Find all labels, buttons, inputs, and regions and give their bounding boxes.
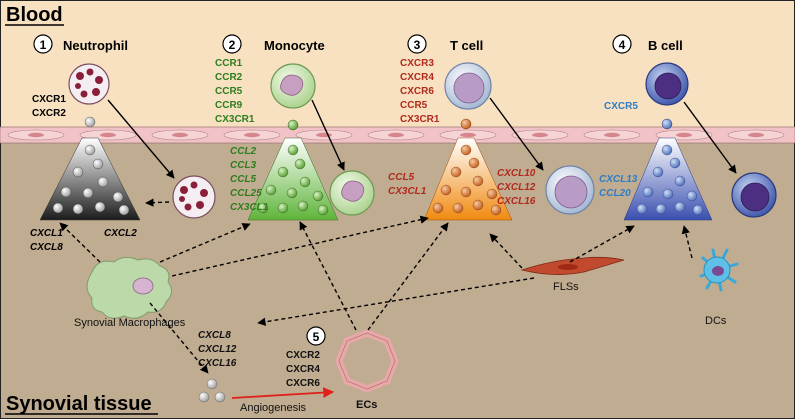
- angiogenesis-particles: [198, 378, 226, 403]
- endothelial-nucleus: [172, 132, 188, 138]
- tcell-receptor: CXCR3: [400, 58, 434, 69]
- bcell-chemokine: CXCL13: [599, 174, 638, 185]
- fls-label: FLSs: [553, 281, 579, 293]
- ec-vessel: [335, 329, 399, 393]
- monocyte-chemokine: CCL5: [230, 174, 257, 185]
- monocyte-panel: 2 Monocyte CCR1 CCR2 CCR5 CCR9 CX3CR1 CC…: [215, 34, 375, 221]
- blood-title: Blood: [6, 4, 63, 26]
- endothelial-nucleus: [460, 132, 476, 138]
- tcell-chemokine: CX3CL1: [388, 186, 427, 197]
- monocyte-chemokine: CCL3: [230, 160, 257, 171]
- tcell-tissue-cell: [545, 165, 595, 215]
- neutrophil-cell: [68, 63, 110, 105]
- endothelial-nucleus: [604, 132, 620, 138]
- ec-number: 5: [313, 330, 320, 344]
- monocyte-chemokine: CX3CL1: [230, 202, 269, 213]
- bcell-cell: [645, 62, 689, 106]
- bcell-tissue-cell: [731, 172, 777, 218]
- neutrophil-chemokine: CXCL1: [30, 228, 63, 239]
- neutrophil-receptor: CXCR2: [32, 108, 66, 119]
- angiogenesis-label: Angiogenesis: [240, 402, 307, 414]
- endothelium: [0, 126, 795, 144]
- neutrophil-tissue-cell: [172, 175, 216, 219]
- dc-cell: [699, 248, 739, 292]
- endothelial-nucleus: [244, 132, 260, 138]
- bcell-chemokine: CCL20: [599, 188, 631, 199]
- monocyte-receptor: CX3CR1: [215, 114, 255, 125]
- tcell-chemokine: CCL5: [388, 172, 415, 183]
- tcell-chemokine: CXCL10: [497, 168, 536, 179]
- monocyte-receptor: CCR9: [215, 100, 243, 111]
- tcell-receptor: CXCR6: [400, 86, 434, 97]
- tcell-chemokine: CXCL12: [497, 182, 536, 193]
- ec-receptor: CXCR2: [286, 350, 320, 361]
- tcell-title: T cell: [450, 38, 483, 53]
- macrophage-label: Synovial Macrophages: [74, 317, 186, 329]
- ec-receptor: CXCR6: [286, 378, 320, 389]
- endothelial-nucleus: [100, 132, 116, 138]
- tcell-receptor: CXCR4: [400, 72, 434, 83]
- neutrophil-receptor: CXCR1: [32, 94, 66, 105]
- chemotaxis-arrows: [59, 198, 693, 374]
- tcell-gradient-cone: [423, 137, 513, 221]
- dc-label: DCs: [705, 315, 727, 327]
- monocyte-receptor: CCR5: [215, 86, 243, 97]
- monocyte-number: 2: [229, 38, 236, 52]
- neutrophil-title: Neutrophil: [63, 38, 128, 53]
- neutrophil-chemokine: CXCL8: [30, 242, 63, 253]
- neutrophil-chemokine: CXCL2: [104, 228, 137, 239]
- monocyte-chemokine: CCL25: [230, 188, 262, 199]
- macrophage-chemokine: CXCL16: [198, 358, 237, 369]
- bcell-receptor: CXCR5: [604, 101, 638, 112]
- tissue-title: Synovial tissue: [6, 393, 152, 415]
- neutrophil-number: 1: [40, 38, 47, 52]
- fls-cell: [520, 256, 625, 275]
- bcell-panel: 4 B cell CXCR5 CXCL13 CCL20: [599, 34, 777, 221]
- neutrophil-panel: 1 Neutrophil CXCR1 CXCR2 CXCL1 CXCL8 CXC…: [30, 34, 216, 253]
- endothelial-nucleus: [388, 132, 404, 138]
- tcell-panel: 3 T cell CXCR3 CXCR4 CXCR6 CCR5 CX3CR1 C…: [388, 34, 595, 221]
- bcell-number: 4: [619, 38, 626, 52]
- migration-arrows: [107, 97, 737, 179]
- ec-receptor: CXCR4: [286, 364, 320, 375]
- macrophage-chemokine: CXCL12: [198, 344, 237, 355]
- monocyte-title: Monocyte: [264, 38, 325, 53]
- angiogenesis-arrow: [231, 387, 335, 399]
- tcell-number: 3: [414, 38, 421, 52]
- endothelial-nucleus: [532, 132, 548, 138]
- endothelial-nucleus: [316, 132, 332, 138]
- endothelial-nucleus: [748, 132, 764, 138]
- endothelial-nucleus: [28, 132, 44, 138]
- tcell-cell: [444, 62, 492, 110]
- synovial-macrophage: [86, 256, 172, 319]
- monocyte-chemokine: CCL2: [230, 146, 257, 157]
- monocyte-receptor: CCR2: [215, 72, 243, 83]
- macrophage-chemokine: CXCL8: [198, 330, 231, 341]
- ecs-label: ECs: [356, 399, 377, 411]
- bcell-title: B cell: [648, 38, 683, 53]
- monocyte-tissue-cell: [329, 170, 375, 216]
- monocyte-receptor: CCR1: [215, 58, 243, 69]
- tcell-receptor: CX3CR1: [400, 114, 440, 125]
- tcell-receptor: CCR5: [400, 100, 428, 111]
- monocyte-cell: [270, 63, 316, 109]
- tcell-chemokine: CXCL16: [497, 196, 536, 207]
- endothelial-nucleus: [676, 132, 692, 138]
